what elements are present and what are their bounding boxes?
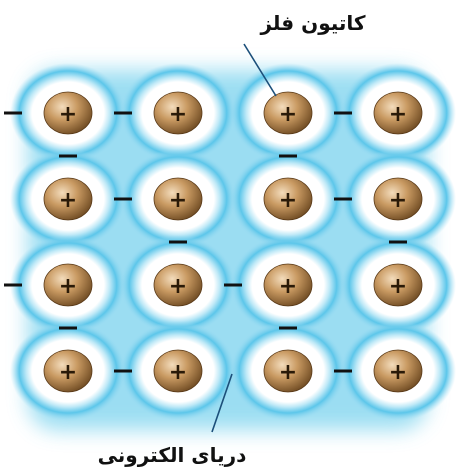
- metal-cation: +: [44, 350, 92, 392]
- cation-plus-sign: +: [389, 274, 407, 299]
- metal-cation: +: [264, 178, 312, 220]
- metal-cation: +: [44, 178, 92, 220]
- cation-plus-sign: +: [59, 360, 77, 385]
- metal-cation: +: [264, 92, 312, 134]
- cation-plus-sign: +: [389, 102, 407, 127]
- metal-cation: +: [264, 264, 312, 306]
- cation-plus-sign: +: [169, 188, 187, 213]
- cation-plus-sign: +: [279, 188, 297, 213]
- cation-label: کاتیون فلز: [259, 11, 365, 35]
- cation-plus-sign: +: [59, 274, 77, 299]
- metal-cation: +: [154, 350, 202, 392]
- metal-cation: +: [264, 350, 312, 392]
- metal-cation: +: [154, 178, 202, 220]
- cation-plus-sign: +: [389, 188, 407, 213]
- cation-plus-sign: +: [59, 102, 77, 127]
- cation-plus-sign: +: [169, 360, 187, 385]
- metal-cation: +: [374, 264, 422, 306]
- metal-cation: +: [44, 92, 92, 134]
- metal-cation: +: [154, 264, 202, 306]
- electron-sea-label: دریای الکترونی: [98, 443, 247, 467]
- cation-plus-sign: +: [59, 188, 77, 213]
- metal-cation: +: [374, 92, 422, 134]
- metal-cation: +: [44, 264, 92, 306]
- cation-plus-sign: +: [389, 360, 407, 385]
- cation-plus-sign: +: [279, 102, 297, 127]
- metal-cation: +: [374, 178, 422, 220]
- metal-cation: +: [154, 92, 202, 134]
- metal-cation: +: [374, 350, 422, 392]
- cation-plus-sign: +: [169, 274, 187, 299]
- cation-plus-sign: +: [279, 274, 297, 299]
- cation-plus-sign: +: [279, 360, 297, 385]
- cation-plus-sign: +: [169, 102, 187, 127]
